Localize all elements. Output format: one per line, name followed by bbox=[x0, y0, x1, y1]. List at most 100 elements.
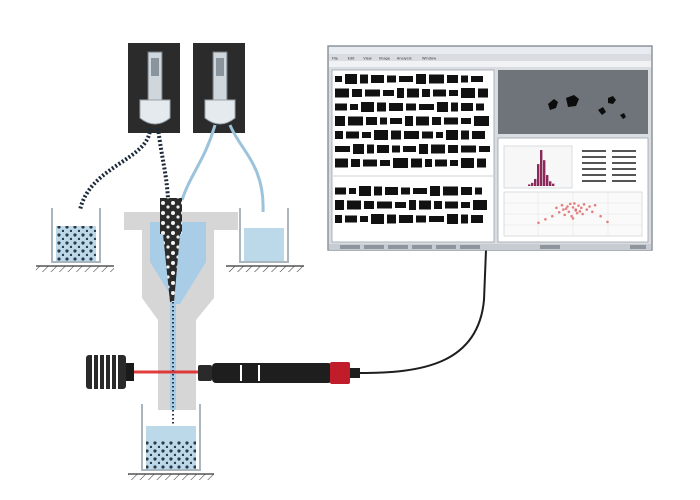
particle-thumbnail bbox=[430, 186, 440, 196]
histogram-bar bbox=[543, 160, 546, 186]
menu-item-edit[interactable]: Edit bbox=[348, 57, 356, 61]
particle-thumbnail bbox=[450, 160, 458, 166]
particle-thumbnail bbox=[335, 158, 348, 168]
scatter-point bbox=[562, 208, 565, 211]
particle-thumbnail bbox=[478, 88, 488, 98]
right-beaker-liquid bbox=[244, 228, 284, 262]
particle-thumbnail bbox=[350, 104, 358, 110]
particle-thumbnail bbox=[429, 74, 444, 84]
scatter-grid bbox=[504, 192, 642, 236]
particle-thumbnail bbox=[471, 215, 483, 223]
sample-focus-cone bbox=[163, 234, 180, 302]
particle-thumbnail bbox=[395, 202, 406, 208]
particle-thumbnail bbox=[476, 103, 484, 111]
particle-thumbnail bbox=[443, 186, 458, 196]
particle-thumbnail bbox=[380, 117, 387, 125]
right-beaker-glass bbox=[239, 208, 289, 263]
scatter-point bbox=[577, 204, 580, 207]
particle-thumbnail bbox=[419, 200, 431, 210]
particle-thumbnail bbox=[471, 76, 483, 82]
menu-item-view[interactable]: View bbox=[363, 57, 372, 61]
particle-thumbnail bbox=[377, 102, 386, 112]
scatter-point bbox=[585, 208, 589, 211]
scatter-point bbox=[570, 214, 573, 218]
scatter-point bbox=[571, 206, 575, 209]
particle-thumbnail bbox=[475, 187, 482, 195]
particle-thumbnail bbox=[431, 144, 445, 154]
scatter-point bbox=[568, 202, 572, 206]
particle-thumbnail bbox=[361, 102, 374, 112]
particle-thumbnail bbox=[401, 187, 410, 195]
particle-thumbnail bbox=[446, 130, 458, 140]
size-histogram bbox=[528, 150, 555, 186]
particle-thumbnail bbox=[346, 131, 359, 139]
particle-thumbnail bbox=[353, 144, 364, 154]
particle-thumbnail bbox=[352, 89, 362, 97]
light-source-lens bbox=[126, 363, 134, 381]
histogram-bar bbox=[534, 178, 537, 186]
monitor: File Edit View Image Analysis Window bbox=[327, 45, 653, 251]
scatter-point bbox=[599, 214, 602, 218]
collection-beaker-particles bbox=[146, 440, 196, 470]
particle-thumbnail bbox=[390, 118, 402, 124]
scatter-point bbox=[566, 205, 569, 208]
particle-thumbnail bbox=[399, 215, 413, 223]
measurement-channel bbox=[170, 302, 176, 410]
left-sample-beaker bbox=[36, 208, 114, 272]
menu-item-image[interactable]: Image bbox=[379, 57, 391, 61]
particle-thumbnail bbox=[360, 74, 368, 84]
scatter-point bbox=[544, 217, 547, 221]
particle-thumbnail bbox=[419, 144, 428, 154]
particle-thumbnail bbox=[374, 130, 388, 140]
particle-thumbnail bbox=[447, 75, 458, 83]
shape-scatter-plot bbox=[537, 202, 609, 225]
histogram-bar bbox=[552, 183, 555, 186]
particle-thumbnail bbox=[416, 116, 429, 126]
particle-thumbnail bbox=[385, 187, 398, 195]
particle-thumbnail bbox=[335, 116, 345, 126]
particle-thumbnail bbox=[404, 131, 419, 139]
particle-thumbnail bbox=[387, 75, 396, 83]
particle-thumbnail bbox=[445, 201, 458, 209]
particle-thumbnail bbox=[461, 118, 471, 124]
particle-thumbnail bbox=[371, 214, 384, 224]
right-sheath-beaker bbox=[226, 208, 304, 272]
scatter-point bbox=[563, 213, 567, 217]
particle-thumbnail bbox=[363, 159, 377, 167]
scatter-point bbox=[560, 203, 564, 207]
camera-lens-front bbox=[198, 365, 212, 381]
particle-thumbnail bbox=[425, 159, 432, 167]
right-syringe-pump bbox=[193, 43, 245, 133]
scatter-point bbox=[575, 211, 579, 215]
particle-thumbnail bbox=[474, 116, 489, 126]
particle-gallery-panel bbox=[331, 69, 495, 243]
statistics-table bbox=[582, 150, 636, 182]
monitor-title-bar bbox=[329, 47, 651, 54]
particle-thumbnail bbox=[348, 116, 363, 126]
histogram-bar bbox=[549, 181, 552, 186]
particle-thumbnail bbox=[448, 145, 458, 153]
particle-thumbnail-grid bbox=[333, 74, 493, 224]
particle-thumbnail bbox=[422, 131, 433, 139]
camera-body-cap bbox=[330, 362, 350, 384]
particle-thumbnail bbox=[461, 75, 468, 83]
particle-thumbnail bbox=[416, 215, 426, 223]
sample-injector-needle bbox=[160, 198, 182, 234]
particle-thumbnail bbox=[362, 132, 371, 138]
menu-item-window[interactable]: Window bbox=[422, 57, 436, 61]
scatter-point bbox=[537, 221, 540, 225]
particle-thumbnail bbox=[435, 159, 447, 167]
menu-item-analysis[interactable]: Analysis bbox=[397, 57, 412, 61]
taskbar bbox=[329, 244, 651, 250]
particle-thumbnail bbox=[432, 117, 441, 125]
left-pump-plunger bbox=[151, 58, 159, 76]
menu-item-file[interactable]: File bbox=[332, 57, 339, 61]
scatter-point bbox=[578, 210, 582, 213]
particle-thumbnail bbox=[387, 214, 396, 224]
particle-thumbnail bbox=[403, 146, 416, 152]
left-beaker-glass bbox=[51, 208, 101, 263]
scatter-point bbox=[573, 202, 576, 205]
histogram-bar bbox=[546, 175, 549, 186]
particle-thumbnail bbox=[405, 116, 413, 126]
particle-thumbnail bbox=[437, 102, 448, 112]
